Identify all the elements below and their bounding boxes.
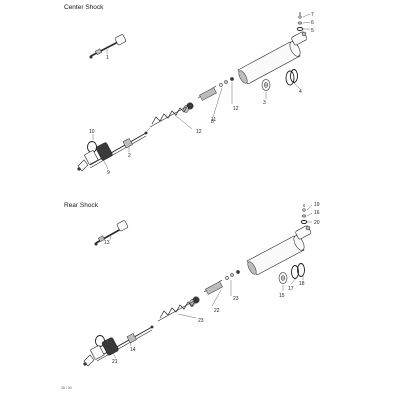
part-eyelet-upper-rear	[94, 220, 129, 246]
center-leaders	[92, 13, 311, 170]
callout-9: 9	[107, 170, 110, 176]
coil-spring-rear	[157, 298, 197, 322]
rear-callouts: 13 14 15 16 17 18 19 20 21 22 23 23	[104, 202, 320, 365]
callout-10: 10	[89, 129, 95, 135]
seal-group-rear	[278, 263, 305, 284]
seal-group-center	[261, 69, 298, 91]
piston-shaft-rear	[96, 325, 154, 362]
lower-eye-center	[77, 141, 113, 172]
callout-18: 18	[299, 281, 305, 287]
callout-7: 7	[311, 12, 314, 18]
valve-washers-rear	[225, 270, 240, 280]
center-callouts: 1 2 3 4 5 6 7 8 9 10 11 12 12	[89, 12, 314, 176]
center-shock-assembly: 1 2 3 4 5 6 7 8 9 10 11 12 12	[77, 12, 314, 176]
rear-leaders	[109, 204, 313, 359]
piston-shaft-center	[89, 131, 148, 169]
callout-1: 1	[106, 55, 109, 61]
callout-15: 15	[279, 293, 285, 299]
callout-13: 13	[104, 240, 110, 246]
callout-22: 22	[214, 308, 220, 314]
shock-body-center	[237, 31, 308, 85]
callout-17: 17	[288, 286, 294, 292]
page-code: 26 / 00	[61, 386, 72, 390]
callout-5: 5	[311, 28, 314, 34]
part-eyelet-upper	[89, 34, 127, 59]
rear-shock-title: Rear Shock	[64, 202, 98, 209]
callout-11: 11	[211, 117, 216, 123]
hardware-stack-rear	[300, 204, 308, 224]
shim-stack-center	[183, 85, 217, 113]
valve-washers-center	[219, 77, 234, 87]
callout-23a: 23	[233, 296, 239, 302]
shock-body-rear	[246, 225, 312, 276]
callout-14: 14	[130, 347, 136, 353]
callout-8: 8	[211, 119, 214, 125]
callout-4: 4	[299, 89, 302, 95]
hardware-stack-center	[296, 12, 304, 31]
callout-12b: 12	[196, 129, 202, 135]
callout-16: 16	[314, 210, 320, 216]
coil-spring-center	[149, 104, 189, 128]
rear-shock-assembly: 13 14 15 16 17 18 19 20 21 22 23 23	[83, 202, 320, 367]
callout-2: 2	[128, 153, 131, 159]
shim-stack-rear	[189, 279, 223, 307]
lower-eye-rear	[83, 335, 119, 367]
callout-19: 19	[314, 202, 320, 208]
callout-21: 21	[112, 359, 118, 365]
callout-20: 20	[314, 220, 320, 226]
callout-3: 3	[263, 100, 266, 106]
callout-23b: 23	[198, 318, 204, 324]
center-shock-title: Center Shock	[64, 4, 104, 11]
callout-12a: 12	[233, 106, 239, 112]
callout-6: 6	[311, 20, 314, 26]
